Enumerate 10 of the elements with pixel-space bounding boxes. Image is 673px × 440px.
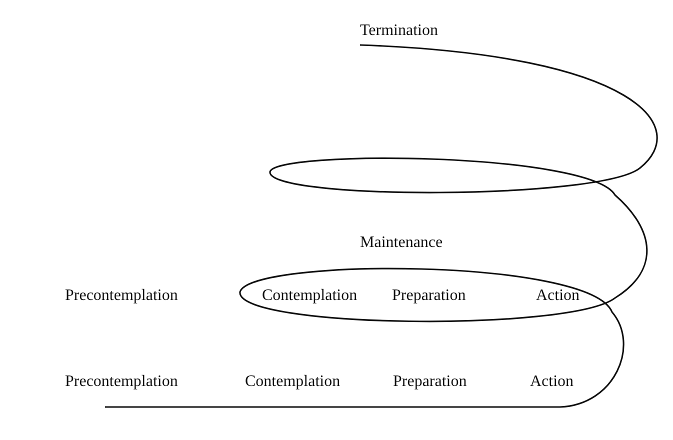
stage-label: Contemplation [245, 373, 340, 391]
stage-label: Action [536, 287, 580, 305]
stage-label: Preparation [392, 287, 466, 305]
stage-label: Contemplation [262, 287, 358, 305]
stage-label: Termination [360, 22, 438, 40]
stage-label: Precontemplation [65, 373, 178, 391]
stage-label: Action [530, 373, 574, 391]
stage-label: Maintenance [360, 234, 443, 252]
stage-label: Precontemplation [65, 287, 178, 305]
stage-label: Preparation [393, 373, 467, 391]
